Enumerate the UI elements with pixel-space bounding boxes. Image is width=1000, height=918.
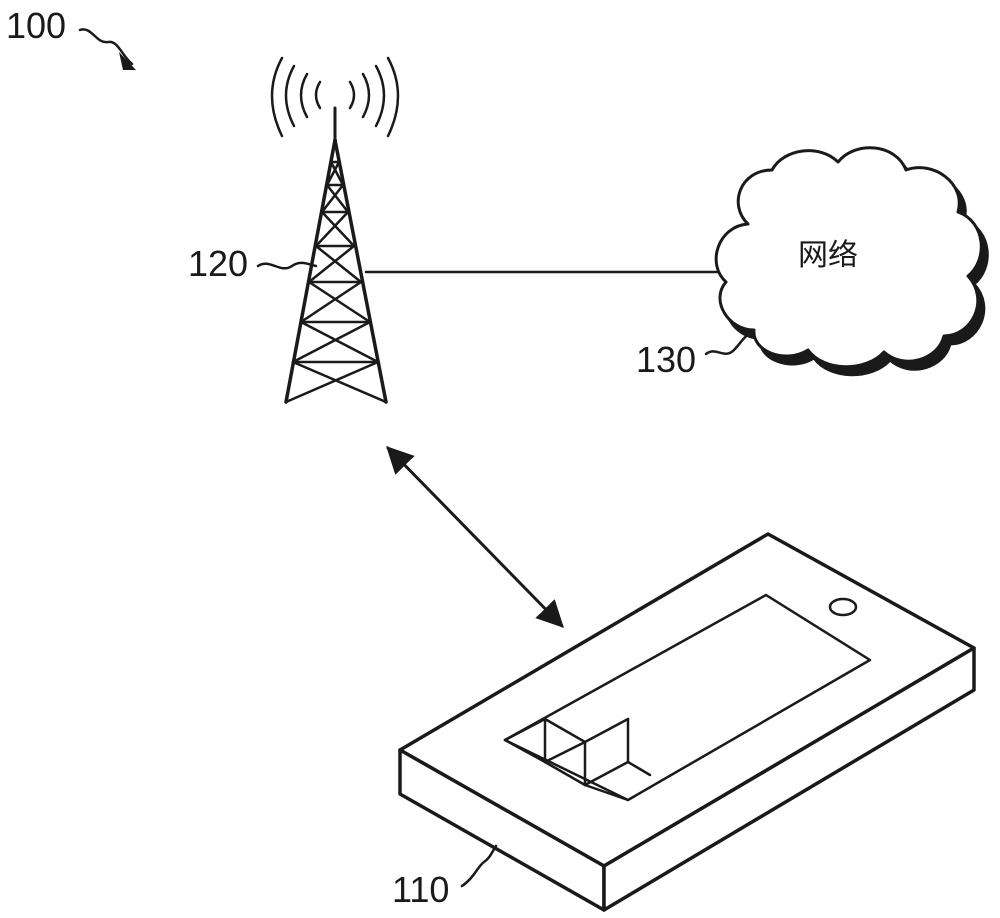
base-station-label-group: 120 <box>188 243 318 284</box>
system-leader-line <box>78 28 134 66</box>
system-leader-arrowhead <box>119 52 136 70</box>
user-device-label-group: 110 <box>392 844 498 910</box>
network-label-group: 130 <box>636 330 754 380</box>
network-name-label: 网络 <box>798 238 858 273</box>
wireless-link-arrow <box>386 446 564 628</box>
camera-icon <box>828 597 858 617</box>
phone-right-side <box>602 646 976 912</box>
phone-screen <box>503 593 872 802</box>
base-station-tower <box>270 56 400 404</box>
system-ref-label: 100 <box>6 5 66 46</box>
base-station-ref-label: 120 <box>188 243 248 284</box>
network-cloud-icon: 网络 <box>714 146 989 377</box>
network-leader-line <box>704 330 754 356</box>
radio-waves-icon <box>270 56 400 138</box>
network-ref-label: 130 <box>636 339 696 380</box>
user-device-phone <box>398 532 976 912</box>
base-station-leader-line <box>256 261 318 270</box>
system-label-group: 100 <box>6 5 136 70</box>
soft-key-buttons <box>503 717 652 802</box>
user-device-leader-line <box>460 844 498 888</box>
user-device-ref-label: 110 <box>392 869 449 910</box>
